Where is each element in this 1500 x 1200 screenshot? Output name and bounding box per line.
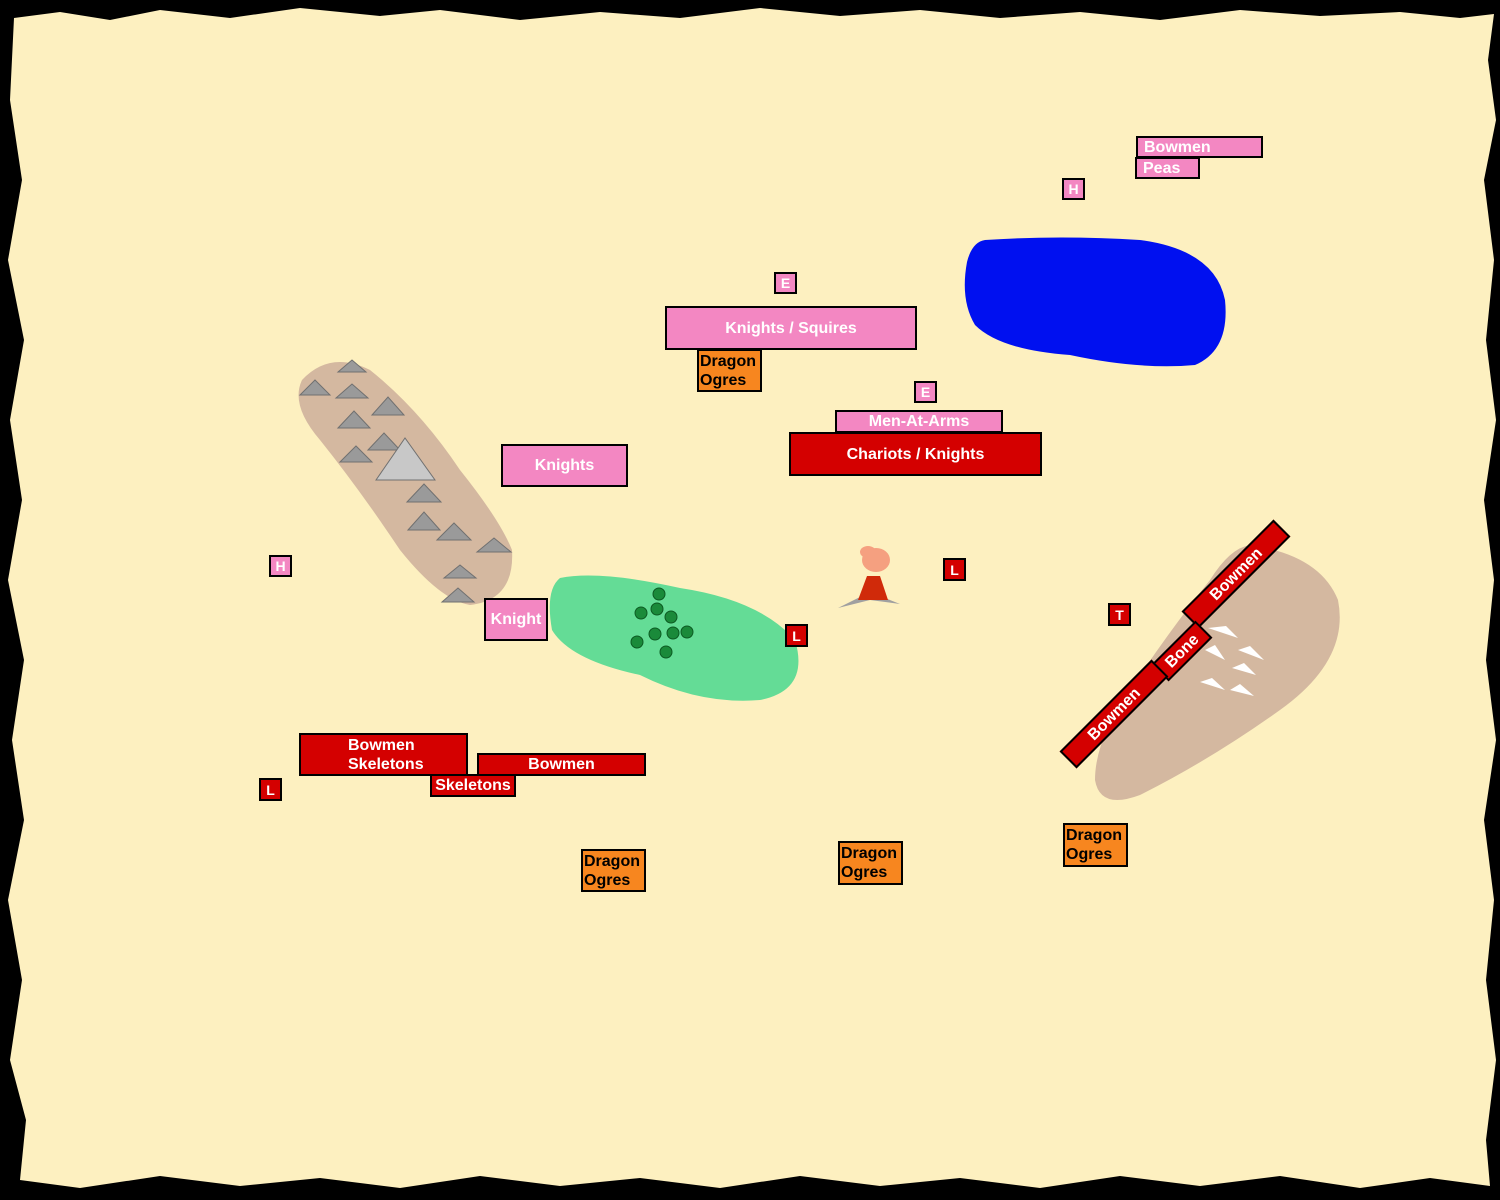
unit-pink-knights[interactable]: Knights [501, 444, 628, 487]
rocky-hill-icon [1200, 626, 1264, 696]
unit-label-line2: Ogres [1066, 846, 1113, 863]
unit-label: H [1068, 181, 1079, 197]
hill-right [1095, 545, 1340, 800]
unit-dragon-ogres-bottom-center[interactable]: Dragon Ogres [838, 841, 903, 885]
unit-label: L [792, 627, 801, 644]
unit-label: H [275, 558, 286, 574]
lake-icon [964, 237, 1226, 367]
volcano-icon [838, 546, 900, 608]
unit-red-leader-volcano[interactable]: L [943, 558, 966, 581]
unit-pink-hero-left[interactable]: H [269, 555, 292, 577]
unit-label-line1: Bowmen [348, 736, 415, 754]
unit-dragon-ogres-bottom-right[interactable]: Dragon Ogres [1063, 823, 1128, 867]
unit-label-line2: Ogres [841, 864, 888, 881]
unit-pink-knights-squires[interactable]: Knights / Squires [665, 306, 917, 350]
unit-label-line1: Dragon [1066, 827, 1122, 844]
unit-red-leader-left[interactable]: L [259, 778, 282, 801]
tree-icon [630, 587, 694, 659]
unit-label: Bowmen [1144, 138, 1211, 156]
unit-label: Peas [1143, 159, 1181, 177]
unit-label: Skeletons [435, 777, 511, 794]
unit-label: L [266, 781, 275, 798]
unit-dragon-ogres-top[interactable]: Dragon Ogres [697, 349, 762, 392]
unit-pink-e-top[interactable]: E [774, 272, 797, 294]
unit-pink-bowmen[interactable]: Bowmen [1136, 136, 1263, 158]
unit-label: L [950, 561, 959, 578]
unit-label: Men-At-Arms [868, 413, 970, 430]
unit-label: T [1115, 606, 1124, 623]
unit-pink-e-mid[interactable]: E [914, 381, 937, 403]
mountain-range-icon [298, 359, 513, 603]
unit-red-bowmen-skeletons[interactable]: Bowmen Skeletons [299, 733, 468, 776]
unit-label-line2: Ogres [584, 871, 631, 889]
unit-red-bowmen-low[interactable]: Bowmen [477, 753, 646, 776]
unit-label: E [920, 384, 931, 400]
unit-label: Knights / Squires [725, 319, 857, 337]
unit-label: Knights [534, 457, 595, 474]
unit-pink-men-at-arms[interactable]: Men-At-Arms [835, 410, 1003, 433]
unit-pink-peas[interactable]: Peas [1135, 157, 1200, 179]
unit-label-line1: Dragon [700, 352, 756, 370]
unit-pink-hero-top[interactable]: H [1062, 178, 1085, 200]
unit-label-line1: Dragon [584, 852, 640, 870]
unit-red-t[interactable]: T [1108, 603, 1131, 626]
unit-label-line2: Ogres [700, 371, 747, 389]
unit-label: E [780, 275, 791, 291]
unit-red-skeletons[interactable]: Skeletons [430, 774, 516, 797]
unit-red-leader-center[interactable]: L [785, 624, 808, 647]
unit-label: Chariots / Knights [846, 445, 985, 463]
unit-dragon-ogres-bottom-left[interactable]: Dragon Ogres [581, 849, 646, 892]
unit-label-line2: Skeletons [348, 755, 424, 773]
unit-label: Knight [490, 611, 542, 628]
unit-red-chariots-knights[interactable]: Chariots / Knights [789, 432, 1042, 476]
unit-label-line1: Dragon [841, 845, 897, 862]
unit-label: Bowmen [528, 756, 595, 773]
unit-pink-knight[interactable]: Knight [484, 598, 548, 641]
